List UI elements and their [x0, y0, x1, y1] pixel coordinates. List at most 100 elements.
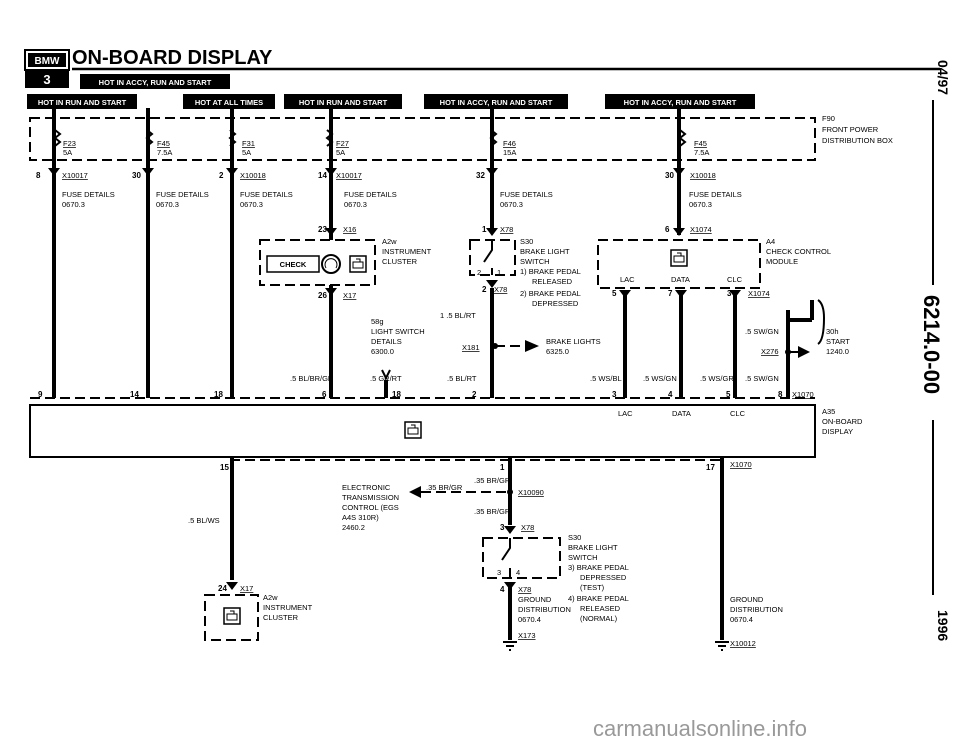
svg-text:X10018: X10018: [240, 171, 266, 180]
logo-text: BMW: [35, 56, 61, 67]
svg-text:FUSE DETAILS: FUSE DETAILS: [240, 190, 293, 199]
svg-text:HOT IN RUN AND START: HOT IN RUN AND START: [38, 98, 127, 107]
svg-text:CONTROL (EGS: CONTROL (EGS: [342, 503, 399, 512]
svg-text:X10017: X10017: [62, 171, 88, 180]
svg-text:15A: 15A: [503, 148, 516, 157]
svg-text:5: 5: [726, 390, 731, 399]
fuse-f45b: F45 7.5A: [678, 129, 709, 157]
svg-text:DEPRESSED: DEPRESSED: [532, 299, 579, 308]
banner-top: HOT IN ACCY, RUN AND START: [80, 74, 230, 89]
banner-5: HOT IN ACCY, RUN AND START: [605, 94, 755, 109]
svg-text:DETAILS: DETAILS: [371, 337, 402, 346]
instrument-cluster-top: CHECK A2w INSTRUMENT CLUSTER 23 X16 26 X…: [259, 225, 432, 300]
svg-text:S30: S30: [520, 237, 533, 246]
svg-text:RELEASED: RELEASED: [580, 604, 621, 613]
svg-text:START: START: [826, 337, 850, 346]
svg-text:.5 WS/GN: .5 WS/GN: [643, 374, 677, 383]
svg-text:X17: X17: [240, 584, 253, 593]
svg-text:14: 14: [318, 171, 327, 180]
egs-label: ELECTRONIC TRANSMISSION CONTROL (EGS A4S…: [342, 483, 399, 532]
svg-text:F45: F45: [157, 139, 170, 148]
svg-text:HOT IN ACCY, RUN AND START: HOT IN ACCY, RUN AND START: [440, 98, 553, 107]
svg-text:DISTRIBUTION: DISTRIBUTION: [518, 605, 571, 614]
svg-text:0670.3: 0670.3: [344, 200, 367, 209]
svg-text:6: 6: [322, 390, 327, 399]
series-number: 3: [43, 72, 50, 87]
svg-text:8: 8: [36, 171, 41, 180]
side-year: 1996: [935, 610, 951, 641]
svg-text:TRANSMISSION: TRANSMISSION: [342, 493, 399, 502]
svg-text:HOT IN ACCY, RUN AND START: HOT IN ACCY, RUN AND START: [624, 98, 737, 107]
svg-text:5: 5: [612, 289, 617, 298]
svg-text:1: 1: [482, 225, 487, 234]
svg-text:X1074: X1074: [748, 289, 770, 298]
svg-text:DATA: DATA: [671, 275, 690, 284]
svg-text:ELECTRONIC: ELECTRONIC: [342, 483, 391, 492]
svg-text:32: 32: [476, 171, 485, 180]
svg-text:4) BRAKE PEDAL: 4) BRAKE PEDAL: [568, 594, 629, 603]
svg-text:2) BRAKE PEDAL: 2) BRAKE PEDAL: [520, 289, 581, 298]
svg-text:1 .5 BL/RT: 1 .5 BL/RT: [440, 311, 476, 320]
svg-text:4: 4: [668, 390, 673, 399]
svg-text:3: 3: [727, 289, 732, 298]
svg-text:4: 4: [500, 585, 505, 594]
svg-text:17: 17: [706, 463, 715, 472]
svg-text:18: 18: [214, 390, 223, 399]
svg-text:7.5A: 7.5A: [694, 148, 709, 157]
svg-text:0670.4: 0670.4: [518, 615, 541, 624]
svg-text:A2w: A2w: [382, 237, 397, 246]
svg-text:X1070: X1070: [792, 390, 814, 399]
side-date: 04/97: [935, 60, 951, 95]
svg-text:.5 WS/BL: .5 WS/BL: [590, 374, 622, 383]
banner-3: HOT IN RUN AND START: [284, 94, 402, 109]
svg-text:DISTRIBUTION: DISTRIBUTION: [730, 605, 783, 614]
svg-text:X173: X173: [518, 631, 536, 640]
svg-text:X78: X78: [494, 285, 507, 294]
svg-text:INSTRUMENT: INSTRUMENT: [263, 603, 313, 612]
watermark: carmanualsonline.info: [593, 716, 807, 741]
svg-text:5A: 5A: [63, 148, 72, 157]
svg-text:X10017: X10017: [336, 171, 362, 180]
svg-text:F23: F23: [63, 139, 76, 148]
svg-text:CLUSTER: CLUSTER: [382, 257, 418, 266]
svg-text:BRAKE LIGHTS: BRAKE LIGHTS: [546, 337, 601, 346]
page-title: ON-BOARD DISPLAY: [72, 47, 273, 69]
svg-text:BRAKE LIGHT: BRAKE LIGHT: [568, 543, 618, 552]
svg-text:.35 BR/GR: .35 BR/GR: [474, 507, 511, 516]
svg-text:X10012: X10012: [730, 639, 756, 648]
lower-wires: 15 1 17 X1070 .35 BR/GR .35 BR/GR X10090…: [188, 457, 752, 640]
svg-text:7.5A: 7.5A: [157, 148, 172, 157]
on-board-display: LAC DATA CLC A35 ON-BOARD DISPLAY: [29, 397, 863, 458]
side-code: 6214.0-00: [919, 295, 944, 394]
svg-text:6: 6: [665, 225, 670, 234]
svg-text:.5 BL/WS: .5 BL/WS: [188, 516, 220, 525]
svg-text:X181: X181: [462, 343, 480, 352]
svg-text:HOT IN RUN AND START: HOT IN RUN AND START: [299, 98, 388, 107]
svg-text:X78: X78: [518, 585, 531, 594]
banner-1: HOT IN RUN AND START: [27, 94, 137, 109]
svg-text:0670.3: 0670.3: [62, 200, 85, 209]
svg-text:F31: F31: [242, 139, 255, 148]
svg-text:30: 30: [132, 171, 141, 180]
svg-text:0670.4: 0670.4: [730, 615, 753, 624]
svg-text:58g: 58g: [371, 317, 384, 326]
svg-text:DATA: DATA: [672, 409, 691, 418]
svg-text:2: 2: [219, 171, 224, 180]
svg-text:X78: X78: [521, 523, 534, 532]
svg-text:3) BRAKE PEDAL: 3) BRAKE PEDAL: [568, 563, 629, 572]
svg-text:8: 8: [778, 390, 783, 399]
svg-text:F46: F46: [503, 139, 516, 148]
svg-text:HOT IN ACCY, RUN AND START: HOT IN ACCY, RUN AND START: [99, 78, 212, 87]
check-control-module: A4 CHECK CONTROL MODULE LAC DATA CLC 6 X…: [597, 225, 831, 298]
svg-text:FUSE DETAILS: FUSE DETAILS: [156, 190, 209, 199]
svg-text:A35: A35: [822, 407, 835, 416]
svg-text:0670.3: 0670.3: [240, 200, 263, 209]
svg-text:FUSE DETAILS: FUSE DETAILS: [689, 190, 742, 199]
svg-text:2: 2: [482, 285, 487, 294]
bmw-logo: BMW 3: [24, 49, 70, 88]
svg-text:DEPRESSED: DEPRESSED: [580, 573, 627, 582]
svg-text:F90: F90: [822, 114, 835, 123]
svg-text:4: 4: [516, 568, 520, 577]
svg-text:LAC: LAC: [618, 409, 633, 418]
svg-text:CHECK CONTROL: CHECK CONTROL: [766, 247, 831, 256]
